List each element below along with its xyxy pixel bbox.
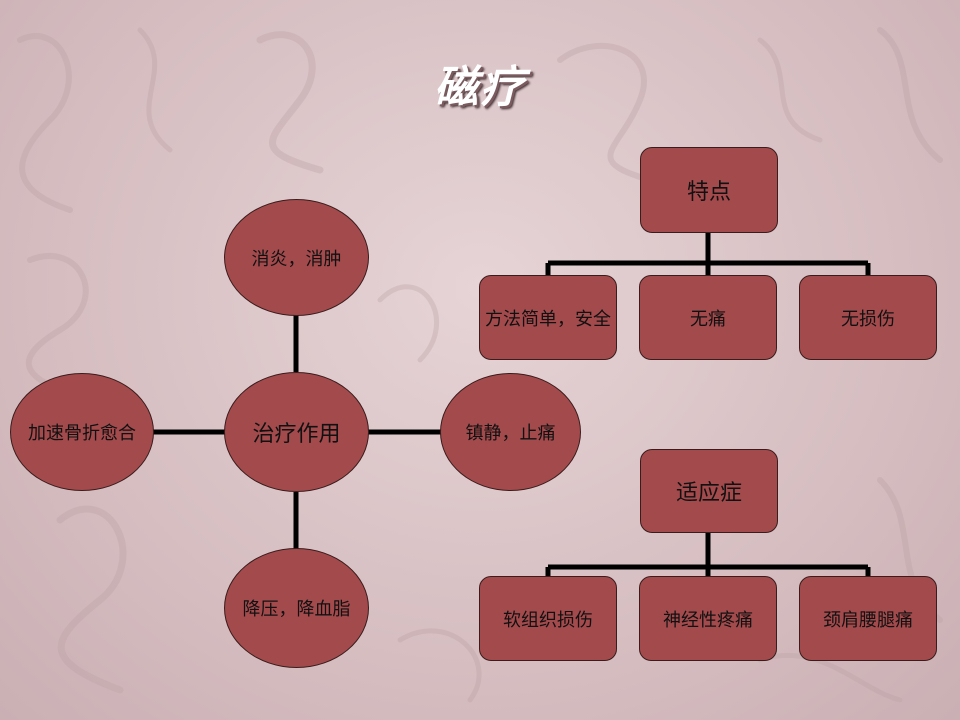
indication-item: 神经性疼痛 (639, 576, 777, 661)
features-head: 特点 (640, 147, 778, 233)
node-anti-inflammation: 消炎，消肿 (224, 199, 369, 316)
node-treatment-effect: 治疗作用 (224, 372, 369, 492)
feature-item: 方法简单，安全 (479, 275, 617, 360)
page-title: 磁疗 (434, 62, 526, 113)
indications-head: 适应症 (640, 449, 778, 533)
indication-item: 软组织损伤 (479, 576, 617, 661)
node-fracture-healing: 加速骨折愈合 (10, 373, 154, 491)
feature-item: 无痛 (639, 275, 777, 360)
indication-item: 颈肩腰腿痛 (799, 576, 937, 661)
feature-item: 无损伤 (799, 275, 937, 360)
node-lower-pressure: 降压，降血脂 (224, 548, 369, 668)
node-sedation-analgesia: 镇静，止痛 (440, 373, 581, 491)
